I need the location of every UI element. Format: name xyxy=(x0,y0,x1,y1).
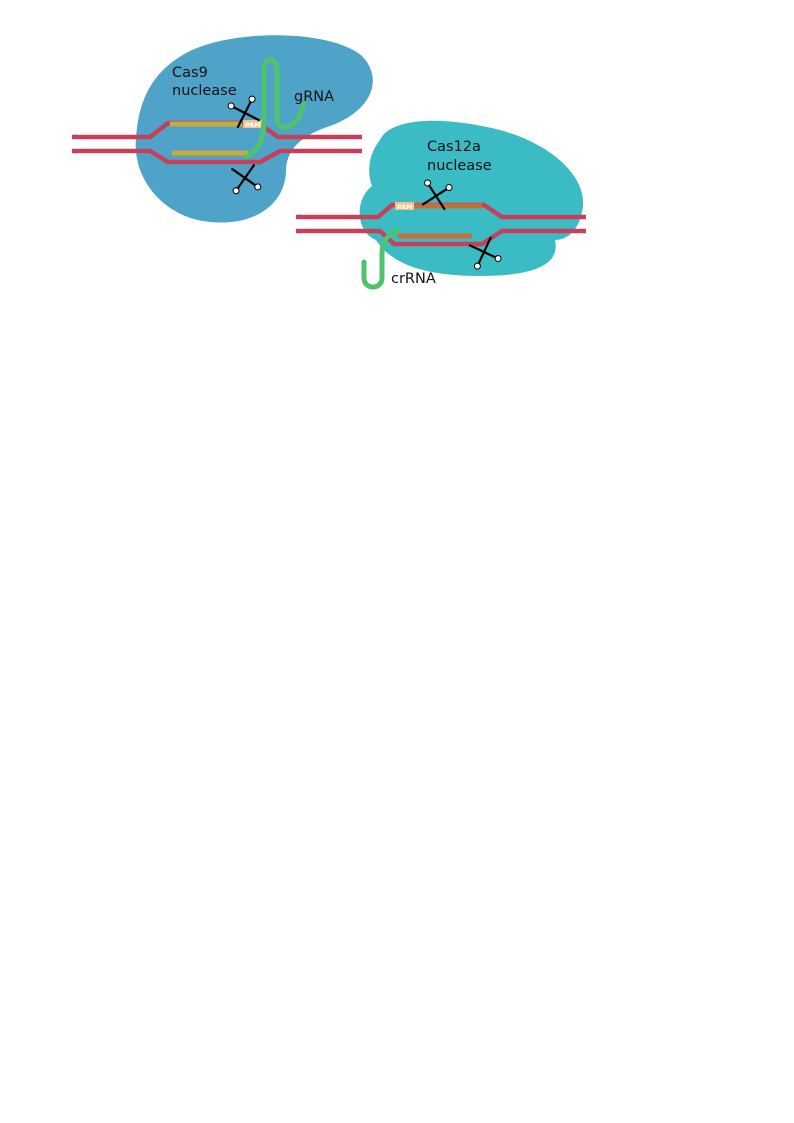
cas12a-label-line2: nuclease xyxy=(427,158,492,174)
cas12a-complex: PAM Cas12a nuclease crRNA xyxy=(296,120,586,290)
cas12a-pam-label: PAM xyxy=(397,203,413,211)
cas9-label-line1: Cas9 xyxy=(172,65,208,81)
cas12a-dna-bottom-strand xyxy=(296,228,586,247)
cas12a-crrna xyxy=(361,228,401,290)
cas12a-label-line1: Cas12a xyxy=(427,139,481,155)
cas12a-crrna-label: crRNA xyxy=(391,271,436,287)
cas9-label-line2: nuclease xyxy=(172,83,237,99)
cas9-grna-label: gRNA xyxy=(294,89,334,105)
cas9-pam-box xyxy=(243,120,262,128)
cas9-nuclease-body xyxy=(135,35,373,223)
cas9-pam-label: PAM xyxy=(245,121,261,129)
cas12a-pam-box xyxy=(395,202,414,210)
cas9-dna-bottom-strand xyxy=(72,148,362,165)
cas9-grna xyxy=(243,57,307,160)
cas9-complex: PAM Cas9 nuclease gRNA xyxy=(72,35,373,223)
